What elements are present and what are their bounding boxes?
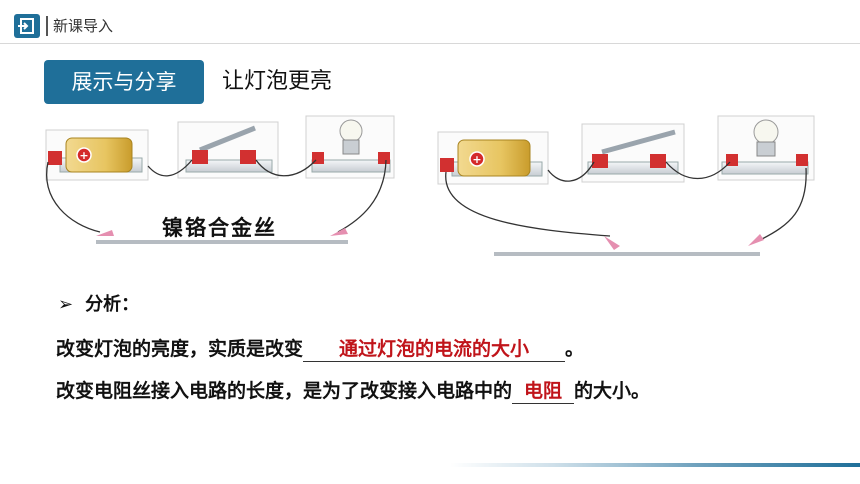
analysis-line-2: 改变电阻丝接入电路的长度，是为了改变接入电路中的电阻的大小。: [56, 376, 650, 404]
topic-badge: 展示与分享: [44, 60, 204, 104]
analysis-line-1: 改变灯泡的亮度，实质是改变通过灯泡的电流的大小。: [56, 334, 584, 362]
return-arrow-icon[interactable]: [14, 14, 40, 38]
section-title: 新课导入: [53, 17, 114, 35]
nichrome-wire-label: 镍铬合金丝: [162, 216, 277, 240]
analysis-heading-row: ➢ 分析：: [58, 290, 139, 316]
arrow-right-icon: ➢: [58, 294, 74, 315]
line1-prefix: 改变灯泡的亮度，实质是改变: [56, 338, 304, 360]
left-circuit: +: [45, 115, 395, 244]
line2-suffix: 的大小。: [574, 380, 651, 402]
circuit-diagram: + +: [45, 115, 815, 256]
line2-prefix: 改变电阻丝接入电路的长度，是为了改变接入电路中的: [56, 380, 513, 402]
battery-plus-icon: +: [79, 149, 88, 162]
right-circuit: +: [437, 115, 815, 256]
line1-answer: 通过灯泡的电流的大小: [303, 334, 566, 362]
header-rule: [0, 43, 860, 44]
line2-answer: 电阻: [512, 376, 575, 404]
page-subtitle: 让灯泡更亮: [222, 69, 333, 94]
analysis-heading: 分析：: [85, 294, 140, 315]
line1-suffix: 。: [565, 338, 585, 360]
footer-accent-bar: [450, 463, 860, 467]
header-divider: [46, 16, 48, 36]
top-bar: 新课导入: [0, 0, 860, 44]
battery-plus-icon: +: [472, 153, 481, 166]
